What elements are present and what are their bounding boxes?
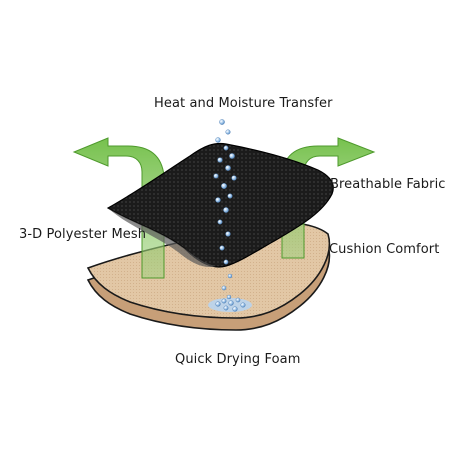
mesh-layer xyxy=(106,142,334,268)
heat-transfer-label: Heat and Moisture Transfer xyxy=(154,96,333,111)
drying-foam-label: Quick Drying Foam xyxy=(175,352,301,367)
foam-layer xyxy=(86,221,331,331)
breathable-fabric-label: Breathable Fabric xyxy=(330,177,446,192)
polyester-mesh-label: 3-D Polyester Mesh xyxy=(19,227,147,242)
moisture-droplets xyxy=(213,119,237,291)
cushion-comfort-label: Cushion Comfort xyxy=(329,242,440,257)
